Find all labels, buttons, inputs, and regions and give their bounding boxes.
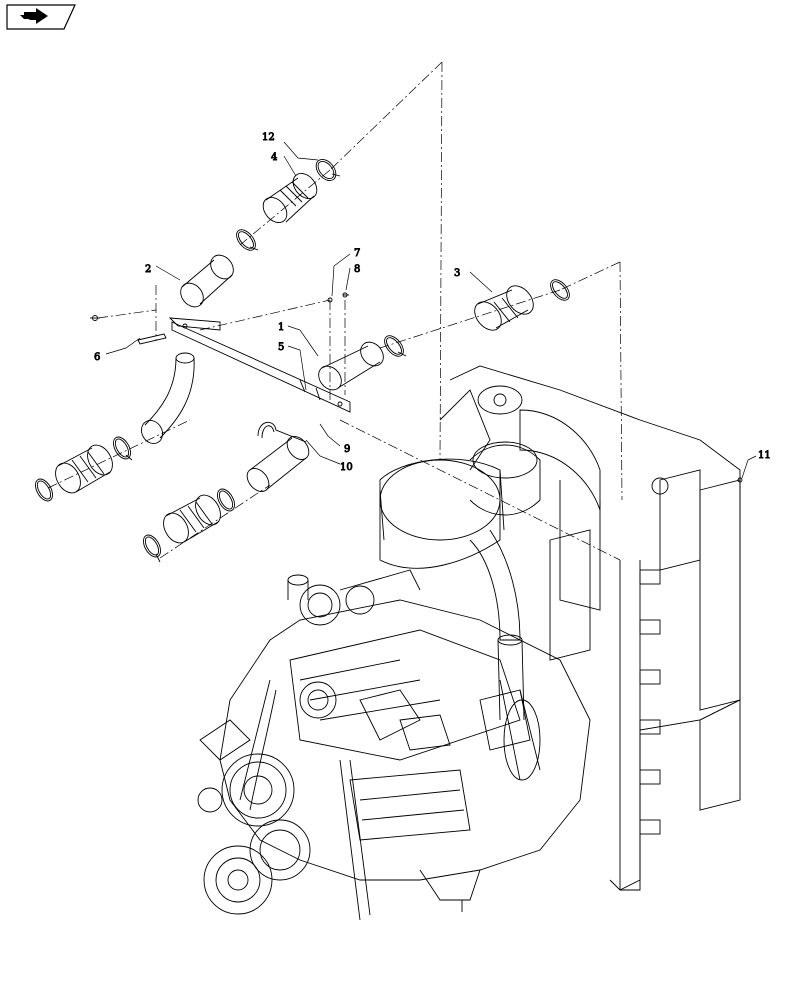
next-page-arrow-icon (6, 4, 76, 30)
next-page-button[interactable] (6, 4, 76, 30)
clip-6 (137, 333, 167, 345)
callout-6: 6 (94, 352, 100, 363)
leader-lines (105, 141, 757, 479)
callout-11: 11 (758, 450, 771, 461)
tube-2 (180, 254, 234, 308)
hose-sleeve-4 (262, 173, 318, 223)
centerlines (47, 61, 623, 561)
air-cleaner (379, 441, 541, 721)
callout-1: 1 (278, 322, 284, 333)
cooling-frame (439, 365, 741, 891)
clamp-12 (315, 159, 341, 181)
sleeve-lower-left (55, 444, 113, 494)
bracket-5 (90, 315, 351, 413)
clamp-right-mid (384, 335, 407, 357)
clamp-upper (236, 229, 259, 251)
sleeve-3 (474, 285, 534, 331)
callout-12: 12 (262, 132, 275, 143)
engine-assembly (197, 569, 591, 921)
callout-labels: 12 4 2 7 8 3 6 1 5 9 10 11 (94, 132, 772, 474)
clamp-lower-left (113, 436, 133, 461)
clamp-3 (550, 279, 570, 301)
bolts-7-8 (327, 292, 349, 303)
clamp-far-left (35, 478, 53, 502)
callout-3: 3 (454, 268, 460, 279)
tube-1 (318, 341, 384, 391)
u-bolt-10 (257, 421, 307, 443)
clamp-lower-far (143, 534, 161, 563)
callout-4: 4 (271, 152, 277, 163)
callout-10: 10 (340, 462, 353, 473)
lower-hose (246, 436, 310, 492)
callout-7: 7 (354, 248, 360, 259)
clamp-lower-middle (217, 488, 235, 512)
callout-8: 8 (354, 264, 360, 275)
callout-9: 9 (344, 444, 350, 455)
elbow-hose (141, 352, 195, 444)
callout-2: 2 (145, 264, 151, 275)
sleeve-lower-middle (163, 494, 221, 544)
callout-5: 5 (278, 342, 284, 353)
